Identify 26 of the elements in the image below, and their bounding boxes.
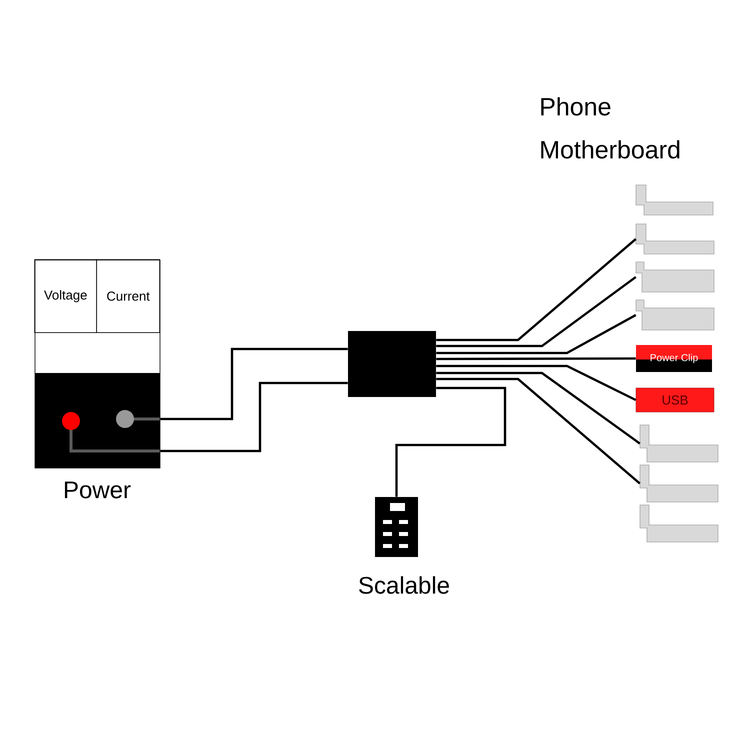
- wire: [436, 314, 636, 354]
- connector-tag: USB: [636, 388, 714, 412]
- display-cell: Voltage: [34, 259, 97, 333]
- connector-clip: [636, 262, 714, 292]
- connector-clip: [636, 184, 714, 216]
- wire: [436, 357, 636, 360]
- wire: [436, 276, 636, 348]
- connector-clip: [640, 504, 718, 542]
- wire: [436, 364, 636, 402]
- connector-clip: [636, 224, 714, 254]
- wire: [160, 348, 348, 420]
- hub-box: [348, 331, 436, 397]
- connector-clip: [640, 464, 718, 502]
- power-supply-drawing: [34, 260, 160, 468]
- wire: [436, 372, 640, 444]
- device-caption: Power: [64, 482, 131, 498]
- group-label: Phone Motherboard: [541, 97, 680, 159]
- keypad-drawing: [375, 497, 418, 557]
- wire: [160, 382, 348, 452]
- display-cell: Current: [96, 259, 160, 333]
- wire: [436, 238, 637, 342]
- wire: [395, 386, 506, 497]
- connector-clip: [640, 424, 718, 462]
- connector-clip: [636, 300, 714, 330]
- device-caption: Scalable: [359, 576, 449, 594]
- wire: [436, 378, 641, 484]
